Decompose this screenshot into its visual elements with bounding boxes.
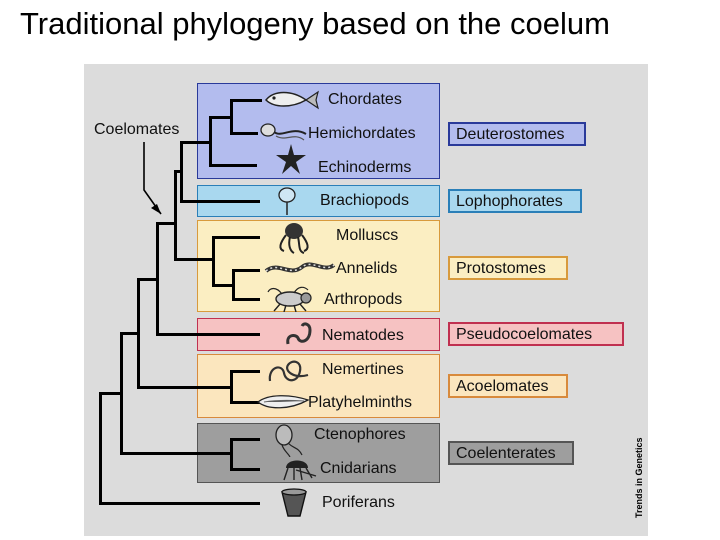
coelomates-label: Coelomates [94, 121, 180, 138]
branch-line [212, 236, 260, 239]
taxon-poriferans: Poriferans [322, 494, 395, 511]
branch-line [230, 132, 258, 135]
branch-line [99, 392, 123, 395]
taxon-annelids: Annelids [336, 260, 398, 277]
branch-line [99, 502, 260, 505]
group-protostomes: Protostomes [448, 256, 568, 280]
brachiopod-icon [278, 187, 296, 215]
branch-line [137, 386, 233, 389]
branch-line [230, 468, 260, 471]
branch-line [230, 401, 260, 404]
fish-icon [264, 90, 319, 110]
branch-line [230, 99, 262, 102]
acorn-worm-icon [260, 123, 307, 141]
branch-line [174, 258, 215, 261]
nemertine-icon [268, 360, 309, 382]
branch-line [209, 164, 257, 167]
taxon-molluscs: Molluscs [336, 227, 399, 244]
arthropod-icon [267, 286, 312, 312]
taxon-hemichordates: Hemichordates [308, 125, 416, 142]
branch-line [156, 333, 260, 336]
credit-label: Trends in Genetics [634, 437, 644, 518]
octopus-icon [279, 223, 309, 254]
group-lophophorates: Lophophorates [448, 189, 582, 213]
branch-line [174, 170, 183, 173]
branch-line [232, 269, 260, 272]
ctenophore-icon [275, 424, 303, 457]
branch-line [120, 332, 140, 335]
sponge-icon [281, 488, 307, 517]
group-acoelomates: Acoelomates [448, 374, 568, 398]
starfish-icon [276, 144, 306, 174]
branch-line [180, 200, 260, 203]
branch-line [230, 438, 260, 441]
branch-line [180, 141, 212, 144]
annelid-icon [264, 262, 336, 273]
taxon-cnidarians: Cnidarians [320, 460, 397, 477]
branch-line [212, 236, 215, 286]
flatworm-icon [256, 395, 310, 409]
taxon-platyhelminths: Platyhelminths [308, 394, 413, 411]
branch-line [99, 392, 102, 504]
arrow-icon [143, 142, 162, 215]
slide-title: Traditional phylogeny based on the coelu… [20, 6, 610, 41]
taxon-ctenophores: Ctenophores [314, 426, 406, 443]
taxon-arthropods: Arthropods [324, 291, 403, 308]
acoelomate-band [197, 354, 440, 418]
taxon-chordates: Chordates [328, 91, 402, 108]
nematode-icon [286, 322, 312, 345]
branch-line [230, 370, 260, 373]
coelenterate-band [197, 423, 440, 483]
taxon-nemertines: Nemertines [322, 361, 404, 378]
branch-line [209, 116, 233, 119]
jellyfish-icon [283, 460, 317, 481]
branch-line [212, 284, 235, 287]
taxon-brachiopods: Brachiopods [320, 192, 409, 209]
branch-line [137, 278, 159, 281]
phylogeny-figure: Coelomates [84, 64, 648, 536]
group-deuterostomes: Deuterostomes [448, 122, 586, 146]
group-pseudocoelomates: Pseudocoelomates [448, 322, 624, 346]
branch-line [174, 170, 177, 260]
branch-line [232, 298, 260, 301]
taxon-echinoderms: Echinoderms [318, 159, 412, 176]
branch-line [156, 222, 177, 225]
group-coelenterates: Coelenterates [448, 441, 574, 465]
branch-line [120, 452, 233, 455]
taxon-nematodes: Nematodes [322, 327, 404, 344]
